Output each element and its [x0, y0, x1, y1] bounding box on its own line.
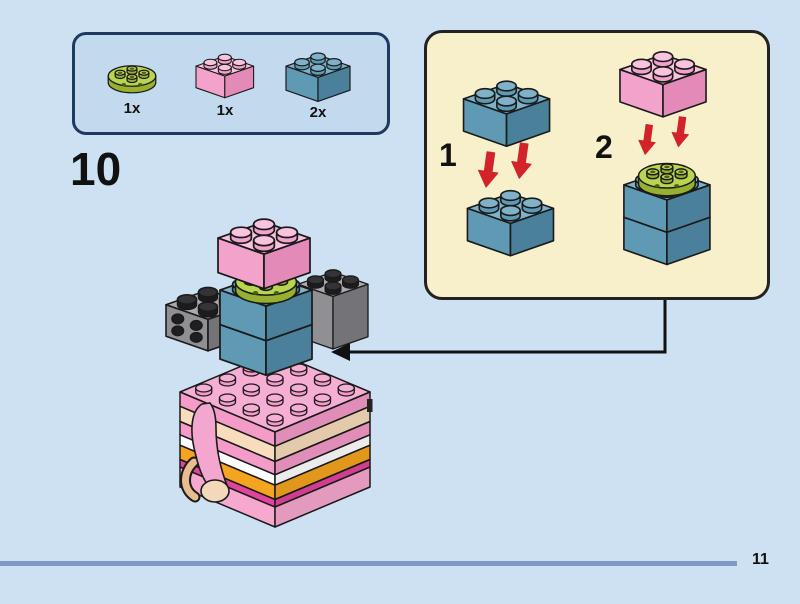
pink-brick-top [217, 218, 311, 290]
round-plate-lime-icon [107, 64, 157, 93]
substep-2-label: 2 [595, 129, 613, 165]
down-arrow-icon [509, 141, 535, 181]
part-brick-pink: 1x [193, 51, 257, 119]
part-qty: 1x [123, 99, 141, 117]
substep1-top-brick [462, 80, 551, 148]
part-round-plate-lime: 1x [97, 53, 167, 117]
connector-line [349, 300, 667, 354]
azure-brick-icon [285, 51, 351, 102]
part-qty: 1x [216, 101, 234, 119]
side-clip-detail [367, 399, 373, 412]
substep-inset-box: 1 2 [424, 30, 770, 300]
gray-brick-side-studs [165, 286, 251, 352]
arm-detail [191, 402, 230, 503]
down-arrow-icon [669, 115, 692, 149]
substep1-bottom-brick [466, 189, 555, 257]
main-model-illustration [165, 218, 373, 528]
part-brick-azure: 2x [283, 49, 353, 121]
part-qty: 2x [309, 103, 327, 121]
substep-1-label: 1 [439, 137, 457, 173]
down-arrow-icon [475, 150, 502, 189]
down-arrow-icon [636, 123, 658, 157]
page-number: 11 [752, 551, 769, 568]
substep-illustration [462, 51, 711, 266]
pink-brick-icon [195, 53, 255, 98]
substep2-lime-plate [637, 162, 696, 197]
substep2-pink-brick [619, 51, 707, 118]
footer-divider-bar [0, 561, 737, 566]
step-number: 10 [70, 143, 122, 195]
parts-callout-box: 1x 1x 2x [72, 32, 390, 135]
tail-detail [180, 456, 201, 503]
